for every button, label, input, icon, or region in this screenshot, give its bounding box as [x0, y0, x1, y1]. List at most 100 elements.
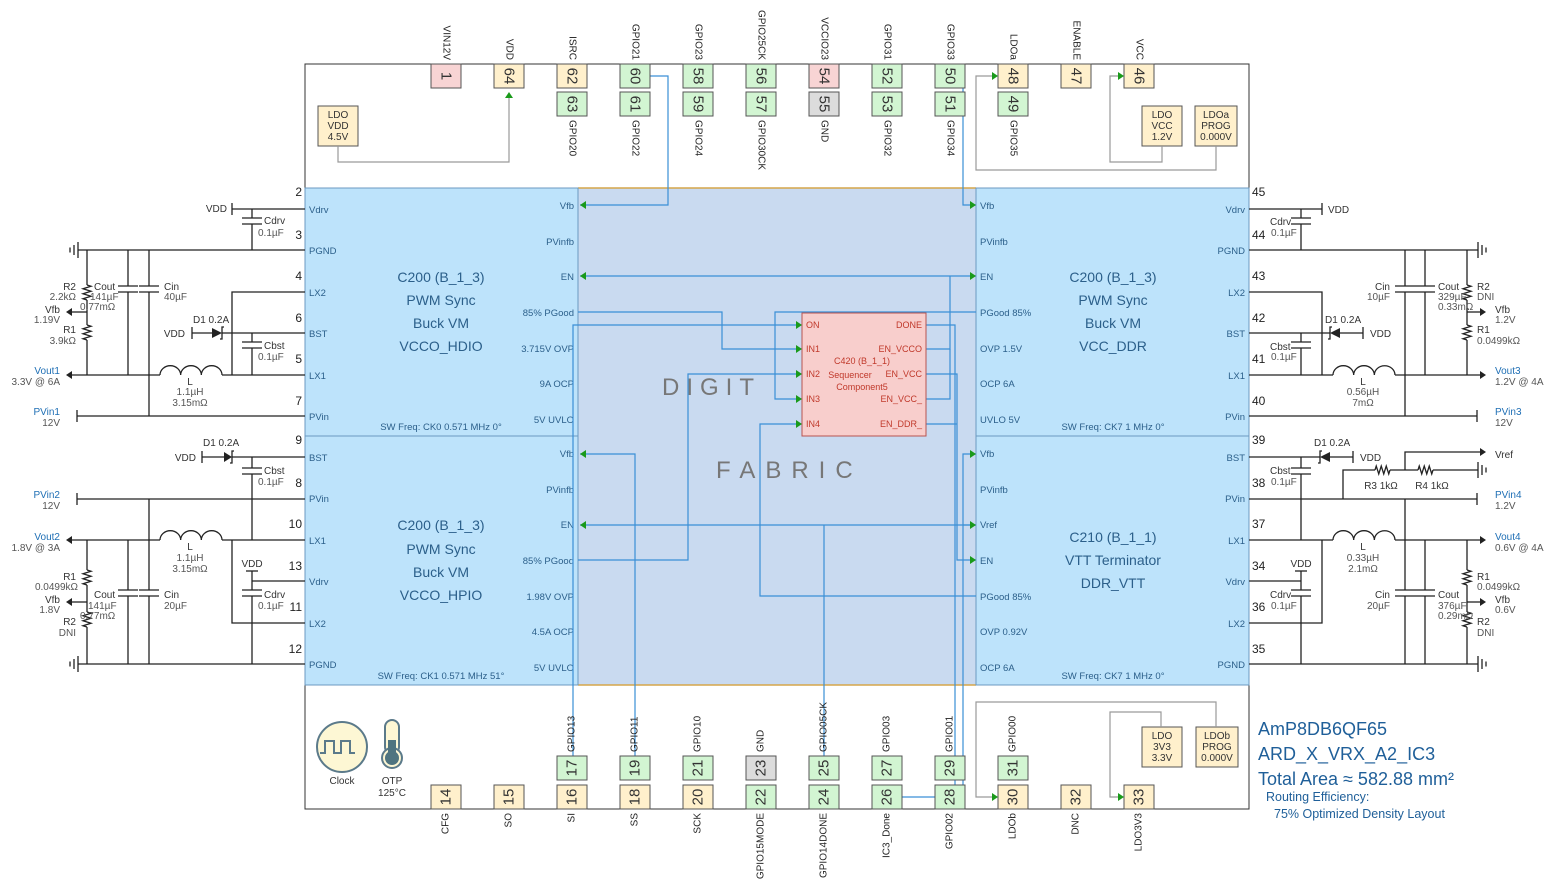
pin-box[interactable]: [1060, 784, 1092, 810]
pin-box[interactable]: [1123, 784, 1155, 810]
pin-box[interactable]: [556, 784, 588, 810]
pin-box[interactable]: [430, 63, 462, 89]
clock-icon[interactable]: [316, 721, 368, 773]
thermometer-icon[interactable]: [381, 719, 403, 769]
pin-box[interactable]: [682, 784, 714, 810]
ldo-box-text: 3V3: [1153, 742, 1171, 753]
pin-box[interactable]: [871, 755, 903, 781]
block-body[interactable]: [975, 187, 1250, 438]
block-body[interactable]: [304, 435, 579, 686]
pin-box[interactable]: [934, 63, 966, 89]
pin-box[interactable]: [934, 784, 966, 810]
block-body[interactable]: [975, 435, 1250, 686]
pin-box[interactable]: [745, 784, 777, 810]
ldo-box-body[interactable]: [317, 105, 359, 147]
pin-box[interactable]: [745, 63, 777, 89]
sequencer-component[interactable]: ONIN1IN2IN3IN4DONEEN_VCCOEN_VCCEN_VCC_EN…: [801, 312, 927, 437]
pin-box[interactable]: [871, 91, 903, 117]
ldo-box-body[interactable]: [1141, 726, 1183, 768]
pin-box[interactable]: [430, 784, 462, 810]
pin-box[interactable]: [619, 91, 651, 117]
ldo-box-body[interactable]: [1195, 726, 1239, 768]
pin-box[interactable]: [493, 784, 525, 810]
pin-box[interactable]: [934, 91, 966, 117]
pin-box[interactable]: [808, 91, 840, 117]
pin-box[interactable]: [745, 755, 777, 781]
sequencer-body[interactable]: [801, 312, 927, 437]
pin-box[interactable]: [556, 755, 588, 781]
pin-box[interactable]: [682, 755, 714, 781]
pin-box[interactable]: [1060, 63, 1092, 89]
buck-block-4[interactable]: C210 (B_1_1)VTT TerminatorDDR_VTTBSTPVin…: [975, 435, 1250, 686]
pin-box[interactable]: [745, 91, 777, 117]
pin-box[interactable]: [997, 755, 1029, 781]
pin-box[interactable]: [871, 63, 903, 89]
pin-box[interactable]: [619, 755, 651, 781]
pin-box[interactable]: [619, 784, 651, 810]
pin-box[interactable]: [808, 784, 840, 810]
pin-box[interactable]: [808, 755, 840, 781]
pin-box[interactable]: [493, 63, 525, 89]
pin-box[interactable]: [997, 63, 1029, 89]
ldo-box-body[interactable]: [1141, 105, 1183, 147]
pin-box[interactable]: [682, 91, 714, 117]
pin-box[interactable]: [871, 784, 903, 810]
pin-box[interactable]: [808, 63, 840, 89]
pin-box[interactable]: [556, 91, 588, 117]
pin-box[interactable]: [934, 755, 966, 781]
pin-box[interactable]: [682, 63, 714, 89]
pin-box[interactable]: [997, 91, 1029, 117]
pin-box[interactable]: [556, 63, 588, 89]
block-body[interactable]: [304, 187, 579, 438]
pin-box[interactable]: [619, 63, 651, 89]
